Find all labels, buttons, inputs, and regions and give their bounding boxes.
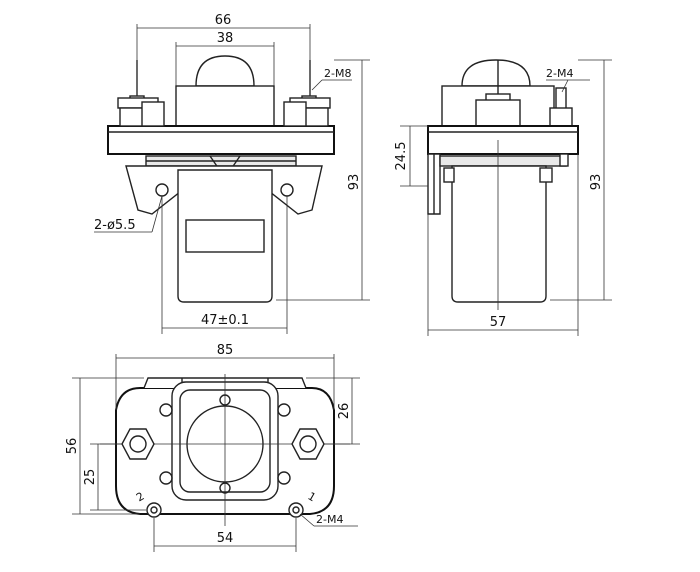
dim-26: 26	[337, 403, 352, 420]
side-flange	[427, 125, 579, 155]
front-cap	[175, 85, 275, 127]
side-view: 2-M4 24.5 93 57	[394, 59, 612, 336]
side-dome	[461, 59, 531, 87]
m4-terminal-1	[288, 502, 304, 518]
front-dome	[195, 55, 255, 87]
front-flange	[107, 125, 335, 155]
dim-38: 38	[217, 31, 234, 46]
dim-54: 54	[217, 531, 234, 546]
dim-24-5: 24.5	[394, 142, 409, 171]
hex-terminal-left	[121, 428, 155, 460]
dim-66: 66	[215, 13, 232, 28]
label-2-phi-5-5: 2-ø5.5	[94, 218, 136, 233]
label-2-m4-side: 2-M4	[546, 67, 573, 80]
label-2-m8: 2-M8	[324, 67, 351, 80]
bottom-view: 2 1 85 26 56 25 2-M4 54	[65, 343, 360, 552]
dim-25: 25	[83, 469, 98, 486]
side-body	[451, 165, 547, 303]
dim-93-side: 93	[589, 174, 604, 191]
dim-85: 85	[217, 343, 234, 358]
dim-47: 47±0.1	[201, 313, 249, 328]
dim-93-front: 93	[347, 174, 362, 191]
front-body	[177, 169, 273, 303]
m4-terminal-2	[146, 502, 162, 518]
dim-57: 57	[490, 315, 507, 330]
front-view: 66 38 2-M8 93 2-ø5.5 47±0.1	[94, 13, 370, 334]
label-2-m4-bottom: 2-M4	[316, 513, 343, 526]
front-label-plate	[185, 219, 265, 253]
dim-56: 56	[65, 438, 80, 455]
